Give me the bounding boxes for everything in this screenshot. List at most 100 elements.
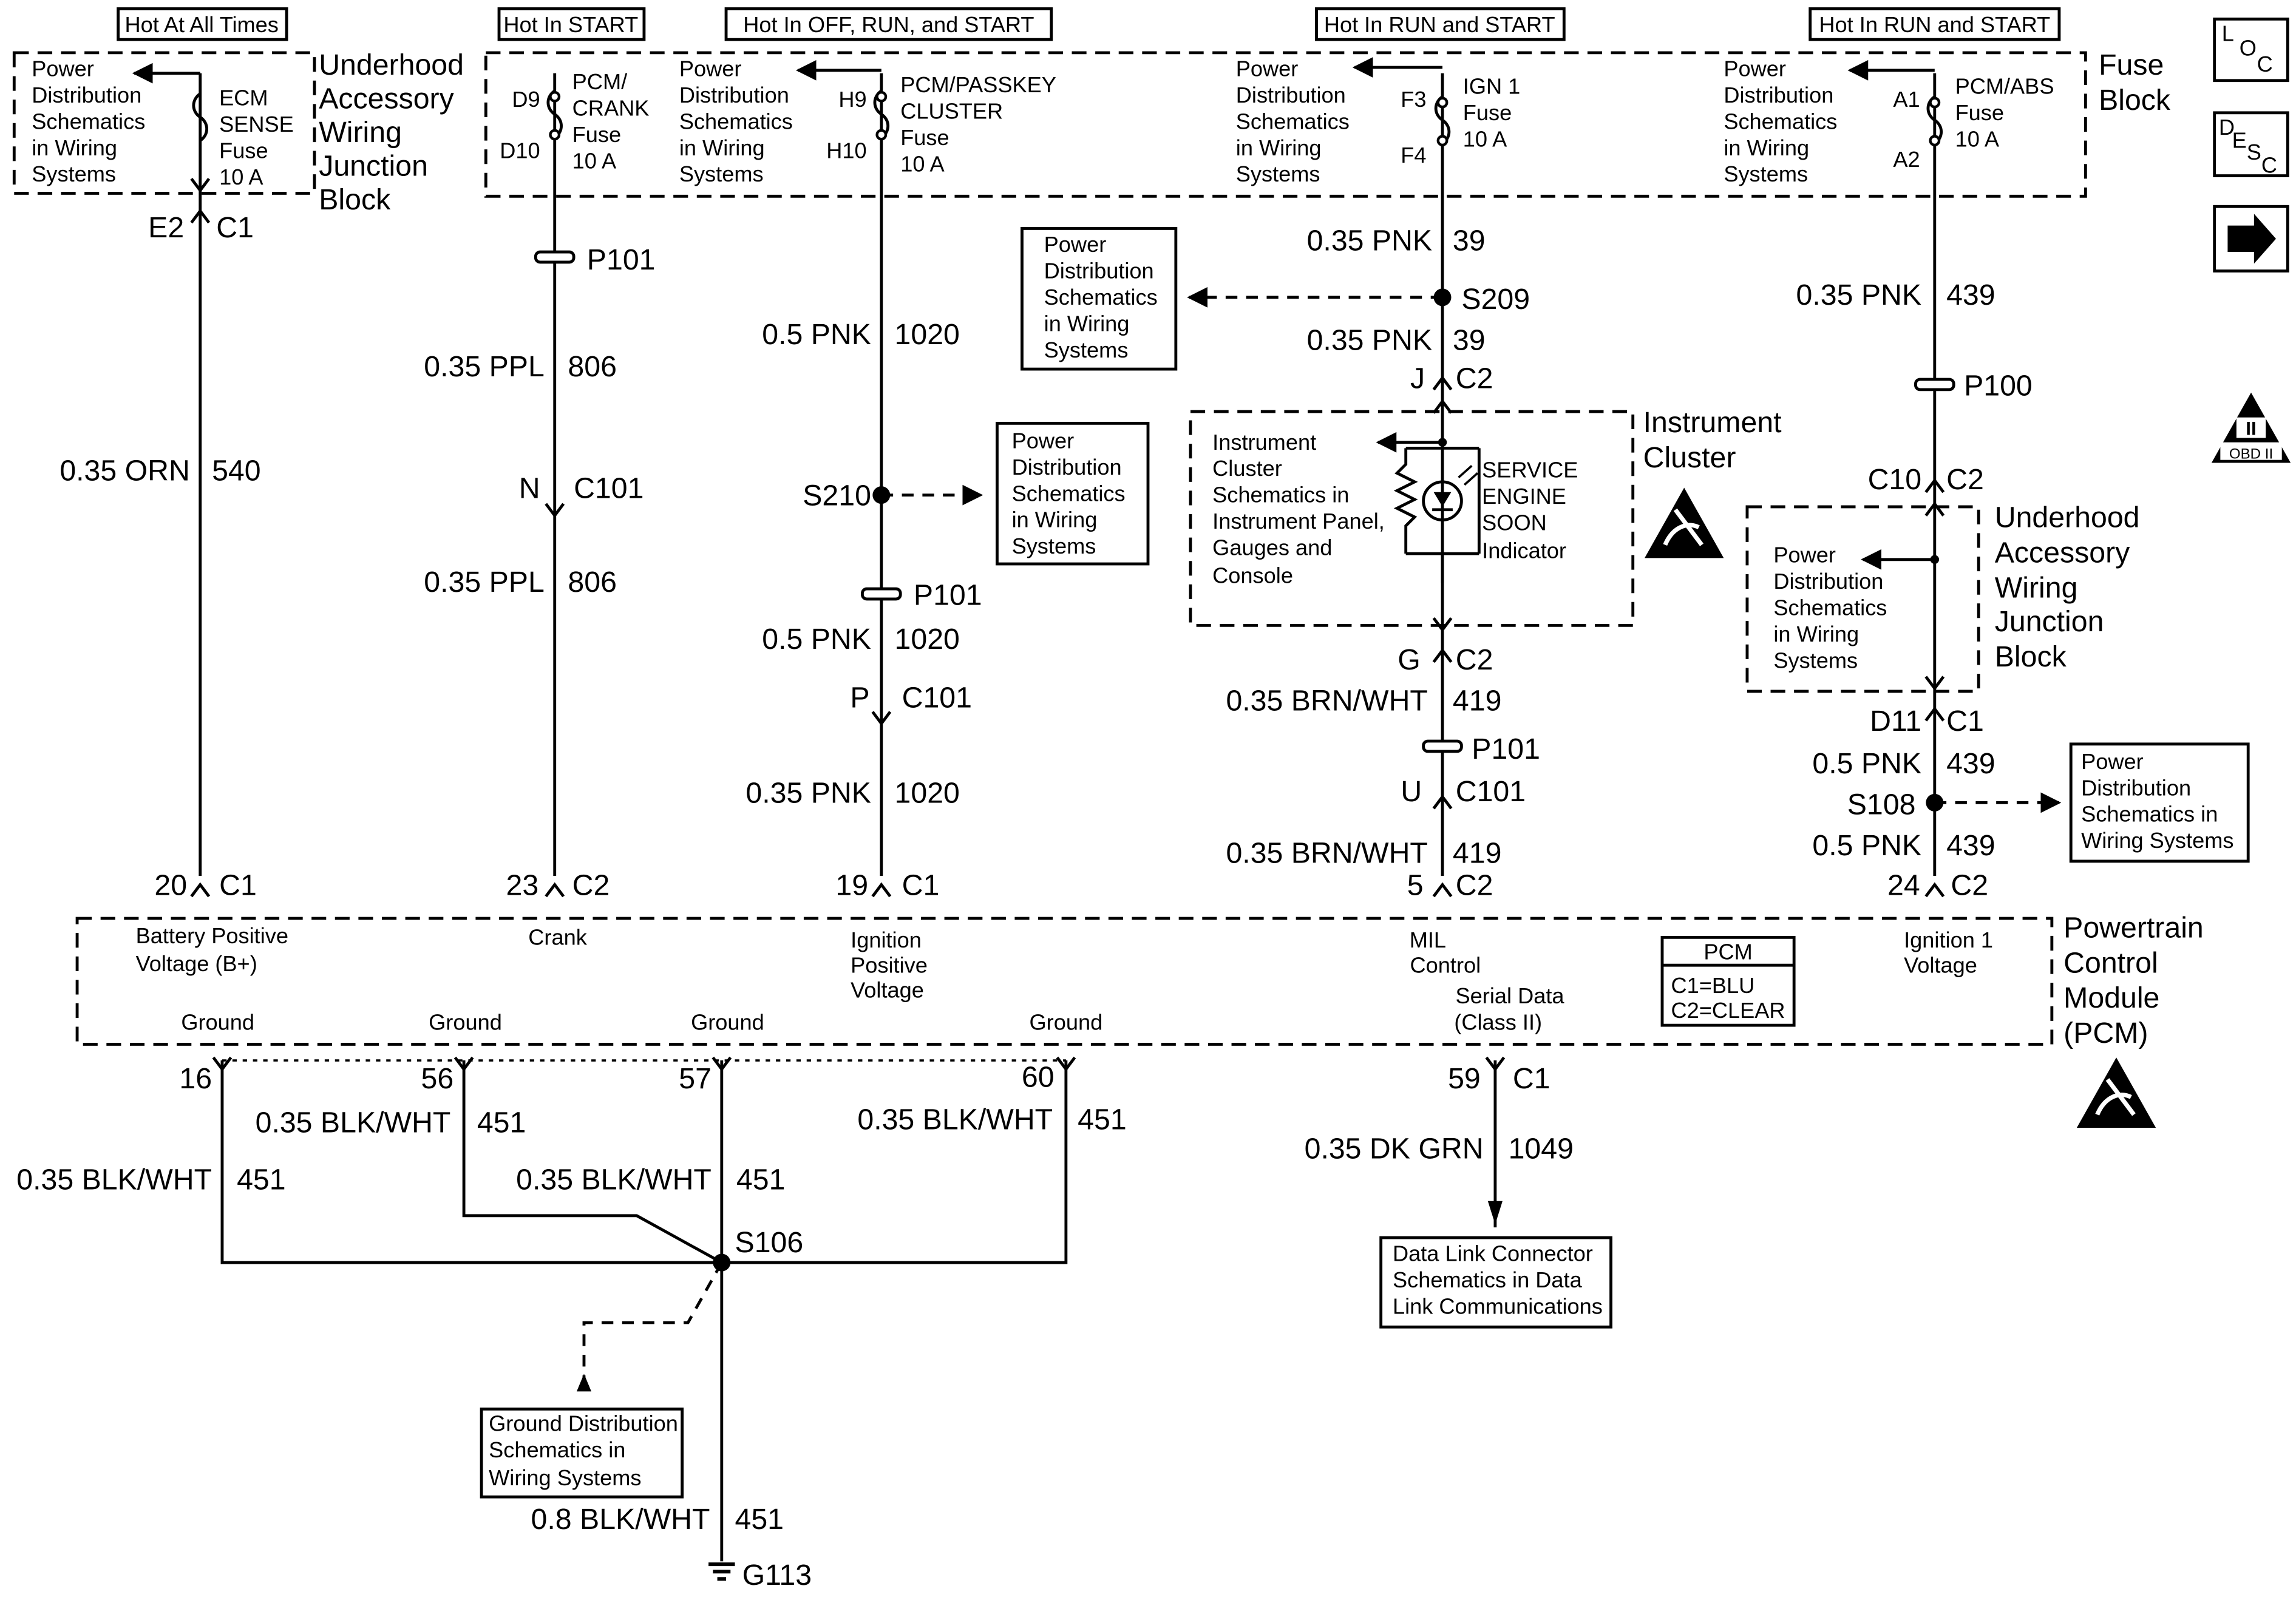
svg-text:F4: F4 <box>1401 143 1426 168</box>
svg-text:CLUSTER: CLUSTER <box>900 98 1003 123</box>
svg-text:439: 439 <box>1946 279 1995 311</box>
fuse-symbols <box>192 89 1943 145</box>
svg-text:C101: C101 <box>1456 775 1526 808</box>
svg-text:C: C <box>2261 153 2277 178</box>
svg-text:Fuse: Fuse <box>572 122 621 147</box>
svg-text:0.35 ORN: 0.35 ORN <box>59 454 190 487</box>
svg-text:Schematics in: Schematics in <box>2081 802 2218 827</box>
ses-indicator-label: SERVICE ENGINE SOON Indicator <box>1482 458 1578 563</box>
svg-text:Control: Control <box>2063 946 2158 979</box>
svg-text:C101: C101 <box>902 682 972 714</box>
svg-text:G: G <box>1398 643 1421 676</box>
svg-text:E: E <box>2232 128 2247 153</box>
svg-text:Battery Positive: Battery Positive <box>136 923 288 948</box>
svg-text:1020: 1020 <box>895 623 960 656</box>
svg-text:0.35 BLK/WHT: 0.35 BLK/WHT <box>256 1106 451 1139</box>
svg-text:J: J <box>1410 362 1425 395</box>
g113-ground-symbol <box>708 1562 735 1581</box>
svg-text:C: C <box>2257 52 2273 76</box>
pds-s209-box: Power Distribution Schematics in Wiring … <box>1044 232 1158 362</box>
svg-text:0.35 PNK: 0.35 PNK <box>746 776 871 809</box>
svg-text:Serial Data: Serial Data <box>1456 983 1565 1008</box>
svg-text:Control: Control <box>1410 952 1481 977</box>
header-hot-at-all-times: Hot At All Times <box>124 12 278 37</box>
svg-text:540: 540 <box>212 454 261 487</box>
header-hot-in-run-start-abs: Hot In RUN and START <box>1819 12 2050 37</box>
svg-text:Voltage (B+): Voltage (B+) <box>136 951 257 976</box>
svg-text:Instrument: Instrument <box>1643 406 1782 439</box>
svg-text:0.35 DK GRN: 0.35 DK GRN <box>1305 1133 1484 1165</box>
svg-text:C1=BLU: C1=BLU <box>1671 973 1754 998</box>
svg-text:Distribution: Distribution <box>1724 83 1833 107</box>
svg-text:in Wiring: in Wiring <box>1724 135 1809 160</box>
svg-text:D11: D11 <box>1870 705 1921 737</box>
svg-text:16: 16 <box>179 1062 212 1095</box>
svg-text:Fuse: Fuse <box>219 138 268 163</box>
svg-text:Systems: Systems <box>1236 161 1320 186</box>
svg-text:C1: C1 <box>1513 1062 1550 1095</box>
svg-text:C1: C1 <box>1946 705 1984 737</box>
svg-text:Schematics: Schematics <box>1012 481 1126 506</box>
svg-text:451: 451 <box>735 1503 784 1536</box>
svg-text:451: 451 <box>736 1163 786 1196</box>
svg-text:Cluster: Cluster <box>1212 456 1282 481</box>
svg-text:Distribution: Distribution <box>679 83 789 107</box>
svg-text:(PCM): (PCM) <box>2063 1017 2148 1049</box>
svg-text:C1: C1 <box>216 211 254 244</box>
svg-text:A1: A1 <box>1893 87 1920 112</box>
svg-text:Block: Block <box>1995 640 2067 673</box>
svg-text:Schematics: Schematics <box>32 109 145 134</box>
svg-text:57: 57 <box>679 1062 712 1095</box>
svg-text:Distribution: Distribution <box>32 83 141 107</box>
svg-text:C2: C2 <box>1456 362 1493 395</box>
svg-text:in Wiring: in Wiring <box>1773 622 1859 646</box>
svg-text:0.35 BLK/WHT: 0.35 BLK/WHT <box>16 1163 212 1196</box>
svg-text:Block: Block <box>319 183 391 216</box>
svg-text:SERVICE: SERVICE <box>1482 458 1578 483</box>
svg-text:806: 806 <box>568 350 617 383</box>
header-labels: Hot At All Times Hot In START Hot In OFF… <box>124 12 2050 37</box>
ground-distribution-reference: Ground Distribution Schematics in Wiring… <box>489 1411 678 1490</box>
ses-indicator-circuit <box>1393 439 1481 583</box>
svg-text:Cluster: Cluster <box>1643 441 1736 474</box>
svg-text:C2=CLEAR: C2=CLEAR <box>1671 998 1785 1023</box>
svg-text:Accessory: Accessory <box>1995 537 2130 569</box>
svg-text:F3: F3 <box>1401 87 1426 112</box>
svg-text:Power: Power <box>1044 232 1107 257</box>
svg-text:Fuse: Fuse <box>1955 100 2004 125</box>
svg-text:0.5 PNK: 0.5 PNK <box>1812 829 1921 862</box>
svg-text:PCM/: PCM/ <box>572 69 628 94</box>
loc-button[interactable]: L O C <box>2222 21 2273 77</box>
svg-text:P100: P100 <box>1964 370 2033 402</box>
svg-text:C10: C10 <box>1868 463 1922 496</box>
svg-text:Power: Power <box>1012 428 1075 453</box>
svg-text:in Wiring: in Wiring <box>1012 507 1098 532</box>
ground-ref-arrowhead <box>576 1374 592 1392</box>
svg-text:H10: H10 <box>826 138 866 163</box>
svg-text:ENGINE: ENGINE <box>1482 484 1566 509</box>
svg-text:Schematics: Schematics <box>679 109 793 134</box>
right-arrow-icon[interactable] <box>2227 214 2277 264</box>
svg-text:C1: C1 <box>219 869 257 901</box>
svg-text:PCM/ABS: PCM/ABS <box>1955 73 2054 98</box>
desc-button[interactable]: D E S C <box>2219 115 2277 178</box>
svg-text:Wiring Systems: Wiring Systems <box>489 1465 641 1490</box>
svg-text:Distribution: Distribution <box>1773 569 1883 594</box>
svg-text:Systems: Systems <box>32 161 116 186</box>
svg-text:C2: C2 <box>1951 869 1988 901</box>
svg-text:D: D <box>2219 115 2235 140</box>
svg-text:PCM: PCM <box>1703 940 1752 964</box>
svg-text:OBD II: OBD II <box>2229 446 2273 462</box>
svg-text:0.35 BRN/WHT: 0.35 BRN/WHT <box>1226 684 1427 717</box>
pds-s108-box: Power Distribution Schematics in Wiring … <box>2081 749 2233 853</box>
svg-text:E2: E2 <box>148 211 184 244</box>
svg-text:0.35 PPL: 0.35 PPL <box>424 566 545 598</box>
svg-text:10 A: 10 A <box>1955 126 2000 151</box>
svg-text:Distribution: Distribution <box>1012 455 1122 480</box>
svg-text:Systems: Systems <box>1044 337 1129 362</box>
svg-text:23: 23 <box>506 869 539 901</box>
obd-ii-icon <box>2211 392 2291 463</box>
svg-text:U: U <box>1401 775 1422 808</box>
svg-text:Fuse: Fuse <box>2099 49 2164 81</box>
wire-lines <box>199 73 1937 1562</box>
